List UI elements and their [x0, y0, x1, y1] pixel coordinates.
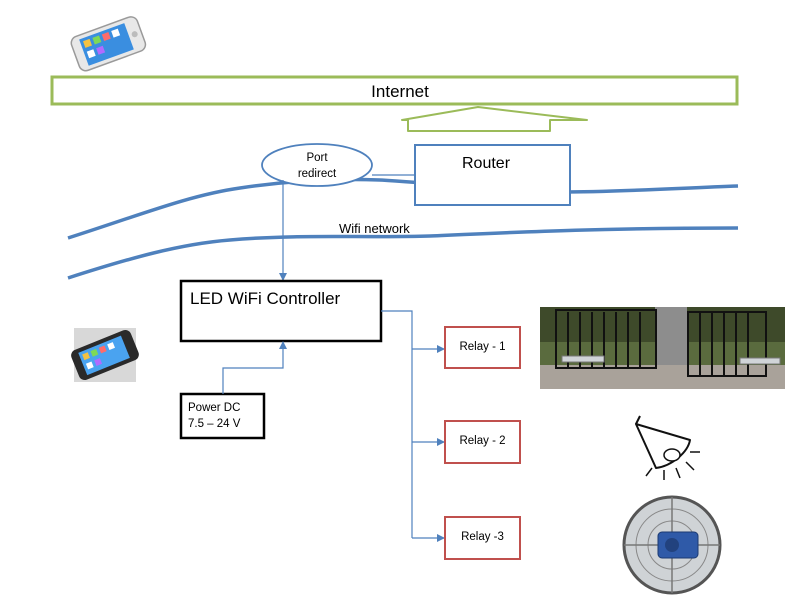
- smartphone-top-icon: [70, 16, 147, 72]
- internet-up-arrow: [401, 106, 588, 132]
- port-redirect-label: Port redirect: [297, 152, 337, 180]
- lamp-icon: [635, 415, 700, 480]
- relay-2-label: Relay - 2: [459, 435, 506, 447]
- fan-icon: [622, 495, 722, 595]
- relay-1-box: [444, 326, 521, 369]
- controller-bus-line: [381, 310, 413, 538]
- relay-1-label: Relay - 1: [459, 341, 506, 353]
- wifi-wave-lower: [67, 226, 739, 280]
- internet-label: Internet: [371, 82, 429, 101]
- router-box: [414, 144, 571, 206]
- smartphone-left-icon: [71, 328, 139, 382]
- wifi-network-label: Wifi network: [339, 221, 410, 236]
- relay-3-box: [444, 516, 521, 560]
- internet-bar: [50, 75, 739, 106]
- power-label: Power DC 7.5 – 24 V: [188, 402, 241, 430]
- gate-photo: [540, 307, 785, 389]
- port-redirect-ellipse: [261, 143, 373, 187]
- power-controller-arrow: [222, 341, 287, 394]
- power-box: [179, 392, 266, 440]
- wifi-wave-upper: [67, 177, 739, 240]
- router-label: Router: [462, 155, 511, 172]
- relay-2-box: [444, 420, 521, 464]
- controller-label: LED WiFi Controller: [190, 289, 341, 308]
- relay-3-label: Relay -3: [461, 531, 504, 543]
